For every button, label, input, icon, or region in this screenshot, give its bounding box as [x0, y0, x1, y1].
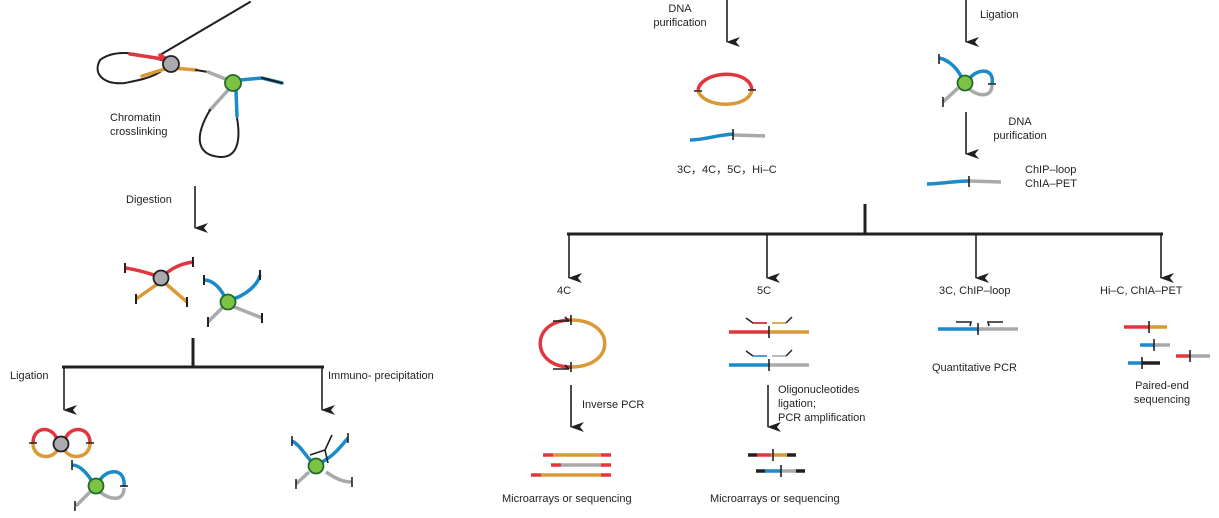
oligo-ligation-label: Oligonucleotides ligation; PCR amplifica… [778, 383, 865, 425]
branch-label-4c: 4C [557, 285, 572, 297]
label-line: sequencing [1133, 394, 1191, 406]
bottom-branch-tree [567, 204, 1174, 283]
ligated-complex-right [938, 54, 996, 107]
immunoprecipitation-label: Immuno- precipitation [328, 370, 434, 382]
readout-4c-label: Microarrays or sequencing [502, 493, 632, 505]
primer-arrow-icon [553, 364, 570, 370]
readout-hic-label: Paired-end sequencing [1120, 379, 1204, 407]
immunoprecipitated-complex [291, 433, 353, 489]
dna-purification-label: DNA purification [645, 2, 715, 30]
purified-ligation-products [689, 72, 766, 142]
4c-products [531, 453, 611, 477]
label-line: ligation; [778, 398, 816, 410]
readout-3c-label: Quantitative PCR [932, 362, 1017, 374]
digestion-label: Digestion [126, 194, 172, 206]
label-line: ChIA–PET [1025, 178, 1077, 190]
label-line: DNA [668, 3, 692, 15]
crosslink-protein-gray [162, 55, 180, 73]
methods-3c-label: 3C，4C，5C，Hi–C [677, 164, 777, 176]
label-line: crosslinking [110, 126, 168, 138]
branch-label-hic: Hi–C, ChIA–PET [1100, 285, 1183, 297]
label-line: ChIP–loop [1025, 164, 1077, 176]
methods-chip-label: ChIP–loop ChIA–PET [1025, 163, 1077, 191]
left-branch-tree [62, 338, 335, 415]
label-line: purification [993, 130, 1047, 142]
primer-reverse-icon [986, 321, 1003, 327]
primer-forward-icon [956, 321, 973, 327]
digested-fragments [124, 257, 263, 327]
5c-templates [729, 316, 809, 371]
ligation-label-left: Ligation [10, 370, 49, 382]
3c-template [938, 321, 1018, 335]
dna-purification-label-right: DNA purification [985, 115, 1055, 143]
crosslink-protein-green [224, 74, 242, 92]
inverse-pcr-label: Inverse PCR [582, 399, 645, 411]
label-line: purification [653, 17, 707, 29]
label-line: Paired-end [1135, 380, 1189, 392]
ligated-products-left [29, 427, 128, 511]
purified-product-right [926, 176, 1002, 187]
ligation-label-right: Ligation [980, 9, 1019, 21]
4c-circle [538, 315, 607, 372]
crosslinked-chromatin [96, 1, 284, 159]
hic-products [1124, 321, 1210, 369]
branch-label-3c: 3C, ChIP–loop [939, 285, 1011, 297]
5c-products [748, 449, 805, 477]
primer-arrow-icon [553, 316, 570, 322]
branch-label-5c: 5C [757, 285, 772, 297]
label-line: Oligonucleotides [778, 384, 860, 396]
chromatin-crosslinking-label: Chromatin crosslinking [110, 111, 167, 139]
label-line: DNA [1008, 116, 1032, 128]
label-line: Chromatin [110, 112, 161, 124]
label-line: PCR amplification [778, 412, 866, 424]
readout-5c-label: Microarrays or sequencing [710, 493, 840, 505]
